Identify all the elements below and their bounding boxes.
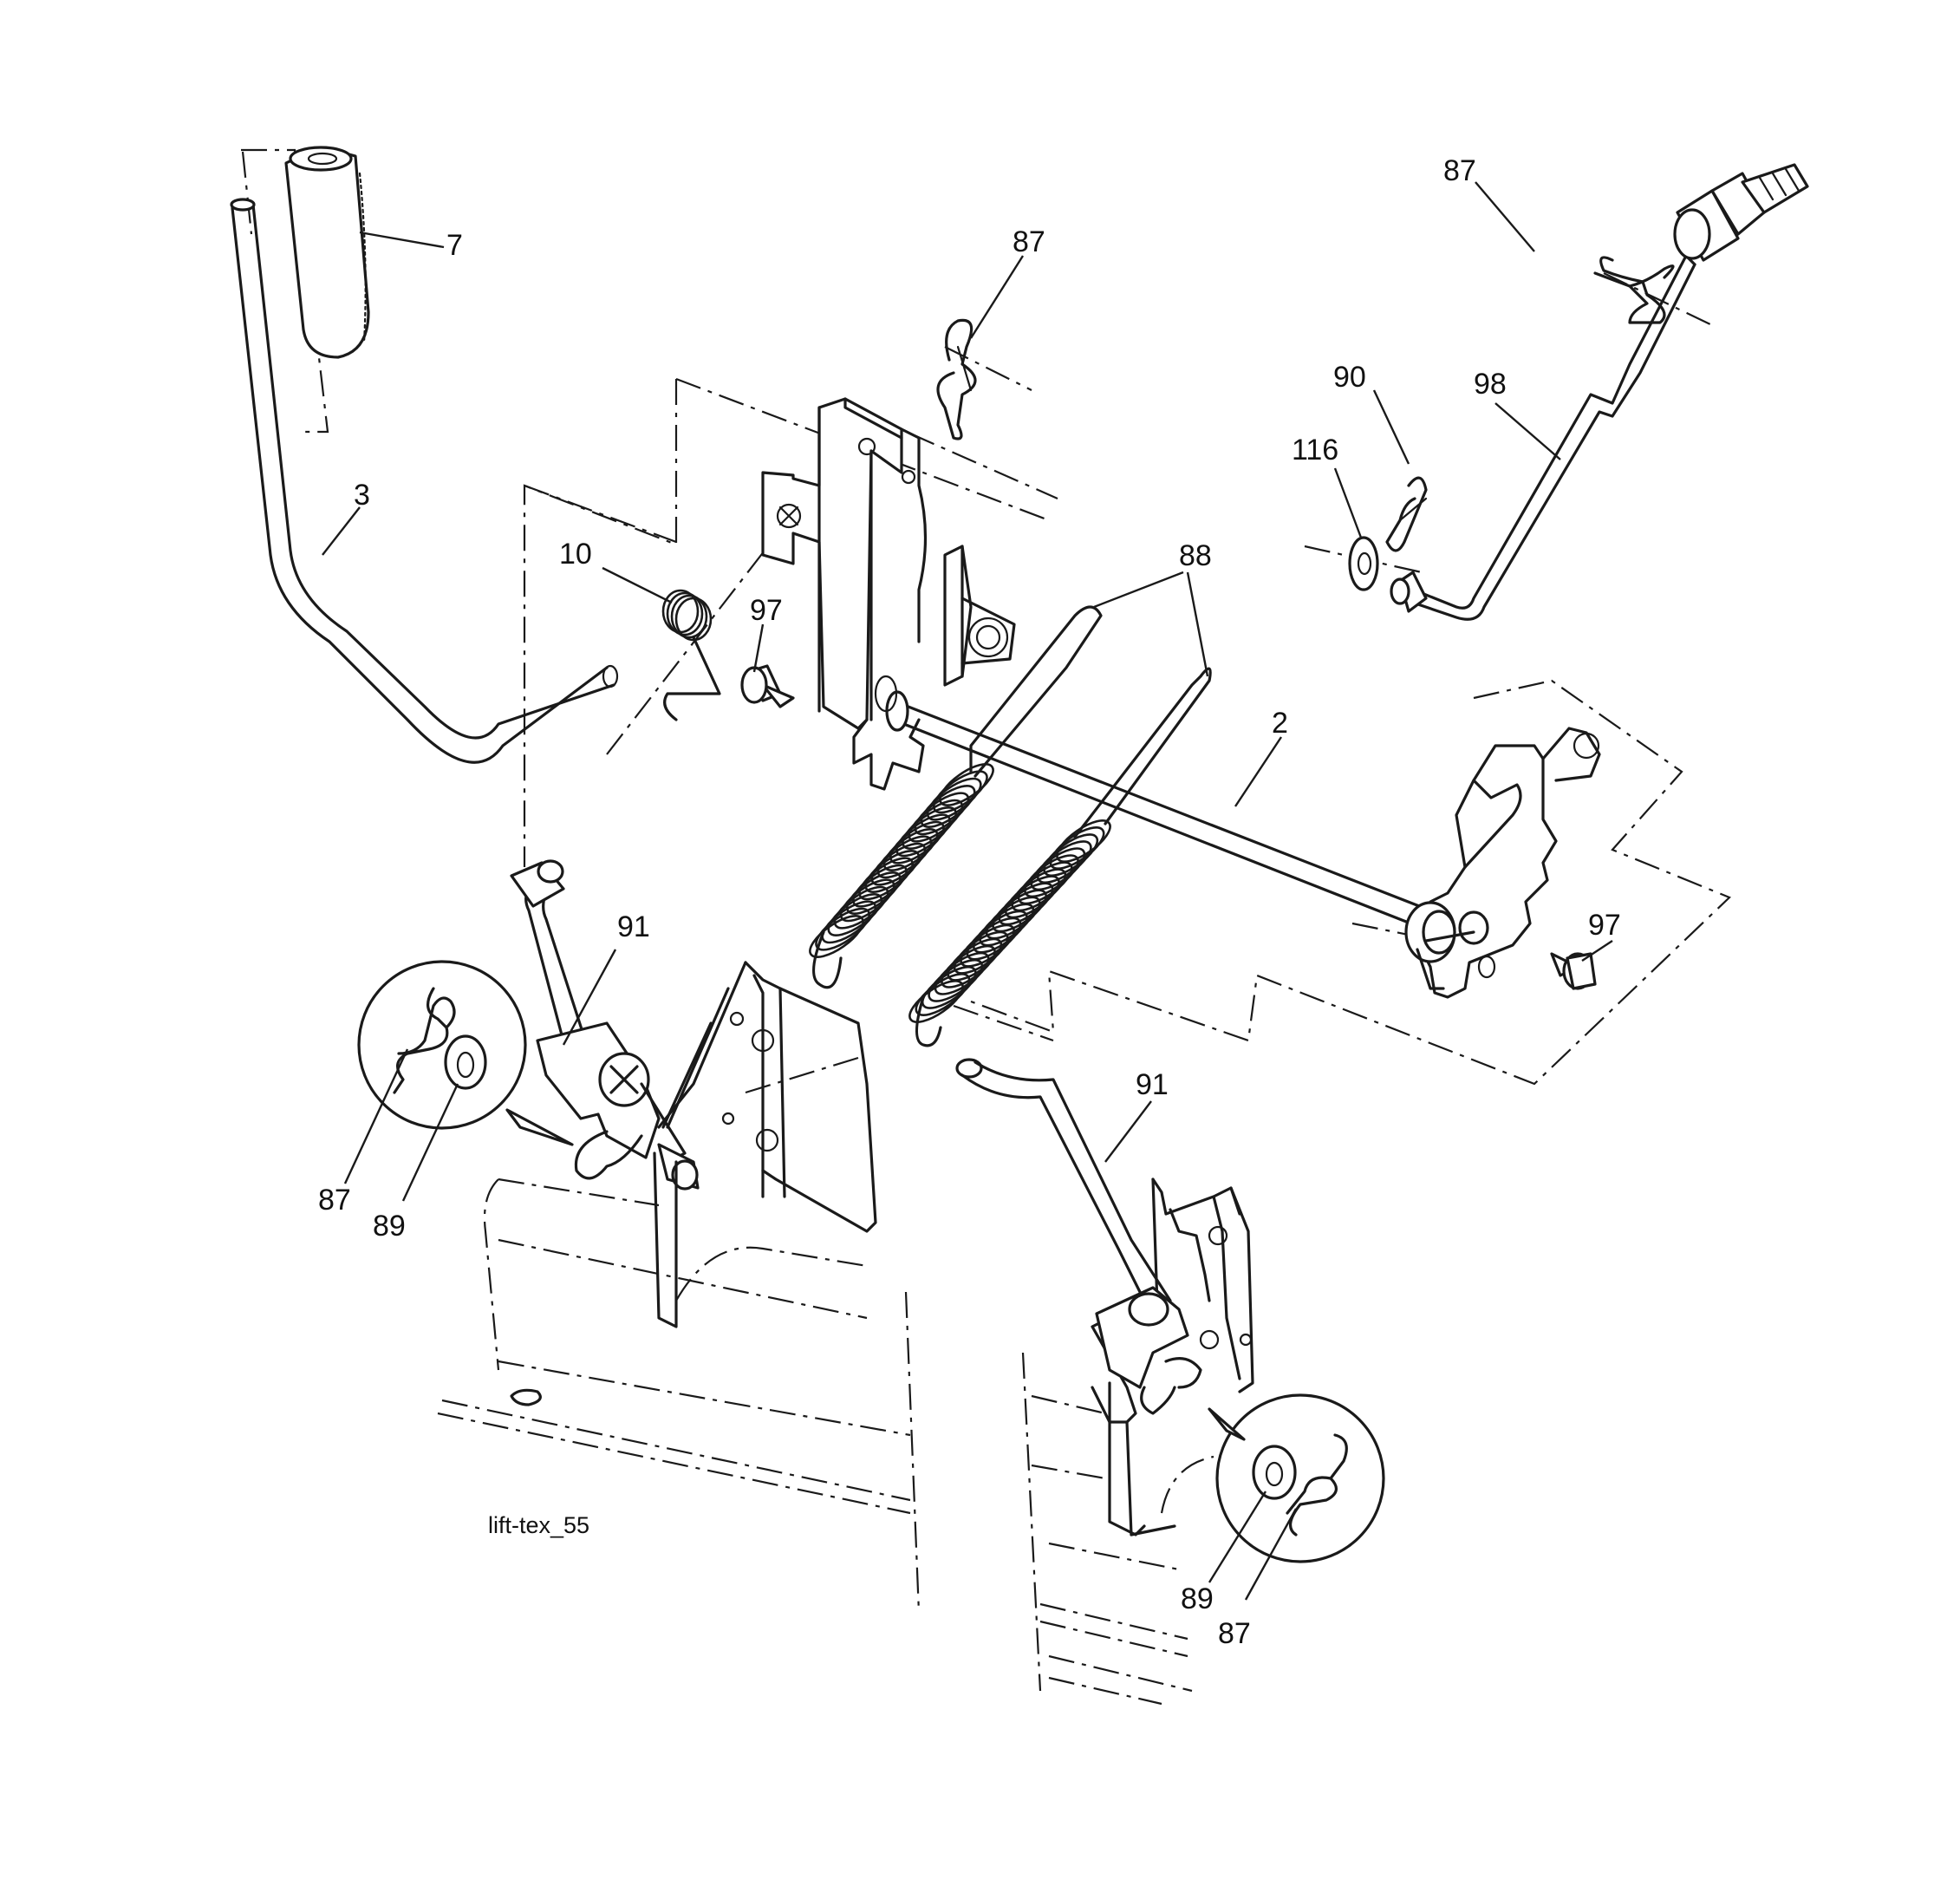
callout-7: 7 xyxy=(446,229,463,262)
callout-87-right-detail: 87 xyxy=(1218,1617,1251,1650)
spring-coil xyxy=(915,973,971,1016)
mounting-bracket xyxy=(761,397,1016,791)
callout-3: 3 xyxy=(354,479,370,512)
callout-116: 116 xyxy=(1292,434,1338,466)
reference-lines xyxy=(241,148,1731,1086)
callout-2: 2 xyxy=(1272,707,1288,740)
grip-part-7 xyxy=(284,146,370,359)
callout-97-right: 97 xyxy=(1588,909,1621,942)
spring-coil xyxy=(921,965,977,1009)
callout-87-top: 87 xyxy=(1013,225,1045,258)
spring-right-coils xyxy=(908,819,1111,1023)
rod-part-98 xyxy=(1390,163,1809,621)
hairpin-clip-part-87-top xyxy=(936,318,977,440)
right-lift-arm xyxy=(1404,727,1601,999)
washer-part-116 xyxy=(1348,536,1379,591)
spring-coil xyxy=(908,980,964,1023)
callout-88: 88 xyxy=(1179,539,1212,572)
callout-97-left: 97 xyxy=(750,594,783,627)
torsion-spring-part-10 xyxy=(661,589,721,721)
callout-labels: 7 3 87 87 90 98 116 10 97 88 2 97 91 91 … xyxy=(318,154,1621,1650)
extension-springs-part-88 xyxy=(809,605,1212,1047)
spring-coil xyxy=(809,915,864,958)
callout-91-right: 91 xyxy=(1136,1068,1169,1101)
lift-lever-part-3 xyxy=(230,198,619,764)
hairpin-clip-part-90 xyxy=(1385,476,1428,552)
callout-87-left-detail: 87 xyxy=(318,1184,351,1217)
figure-label: lift-tex_55 xyxy=(488,1512,589,1538)
callout-98: 98 xyxy=(1474,368,1507,401)
right-lower-assembly xyxy=(1091,1178,1254,1536)
spring-left-coils xyxy=(809,763,994,958)
leader-lines xyxy=(322,181,1613,1601)
detail-circle-left xyxy=(357,960,574,1146)
mower-deck-left-outline xyxy=(437,1056,921,1614)
callout-89-right-detail: 89 xyxy=(1181,1582,1214,1615)
bolt-part-97-right xyxy=(1550,952,1597,990)
spring-coil xyxy=(821,900,877,944)
callout-91-left: 91 xyxy=(617,910,650,943)
left-lower-assembly xyxy=(536,961,877,1328)
mower-deck-right-outline xyxy=(1021,1352,1214,1706)
callout-10: 10 xyxy=(559,538,592,571)
callout-90: 90 xyxy=(1333,361,1366,394)
bolt-part-97-left xyxy=(740,664,795,708)
callout-87-topright: 87 xyxy=(1443,154,1476,187)
lift-shaft-part-2 xyxy=(874,675,1432,930)
detail-circle-right xyxy=(1208,1393,1385,1563)
hairpin-clip-part-87-topright xyxy=(1593,256,1675,324)
callout-89-left-detail: 89 xyxy=(373,1210,406,1243)
